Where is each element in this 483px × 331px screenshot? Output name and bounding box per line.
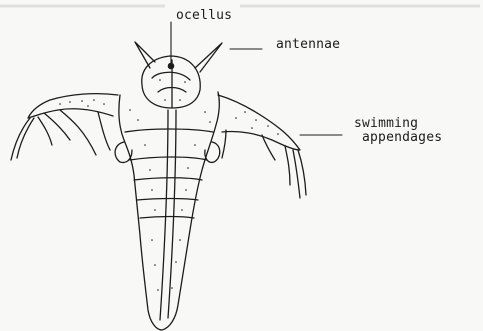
trunk-body [119, 92, 220, 330]
swimming-appendages-label-line1: swimming [354, 117, 418, 130]
left-swimming-appendage [11, 94, 118, 160]
antennae-label: antennae [276, 38, 340, 51]
ocellus-eye [168, 63, 175, 70]
ocellus-label: ocellus [176, 9, 232, 22]
right-swimming-appendage [218, 95, 306, 198]
swimming-appendages-label-line2: appendages [362, 131, 442, 144]
